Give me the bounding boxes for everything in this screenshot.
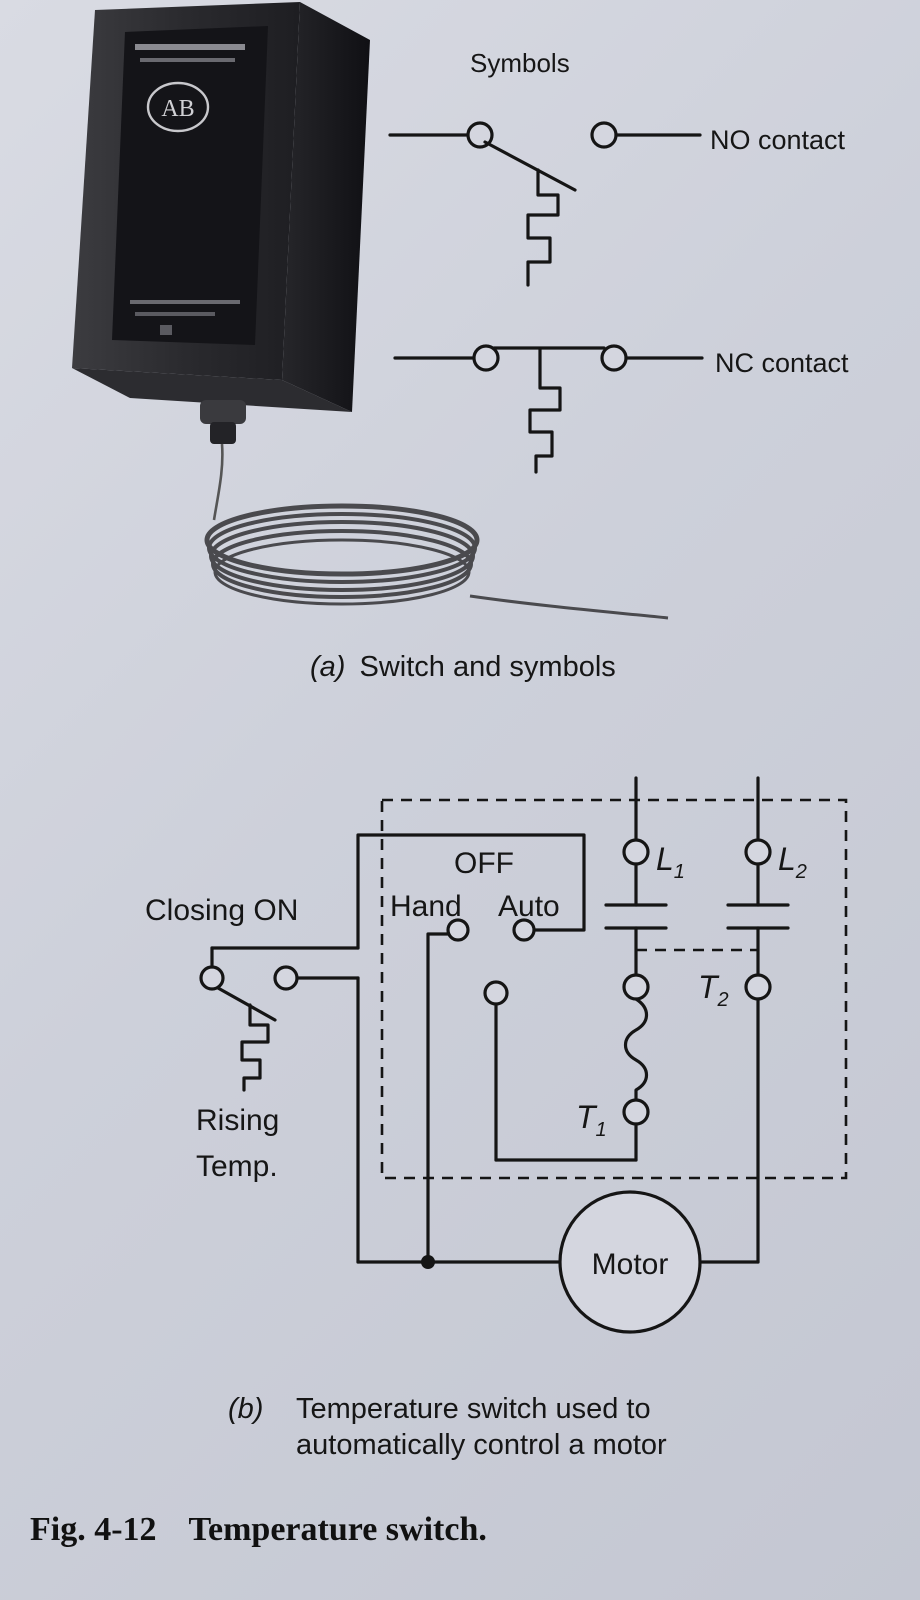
off-label: OFF [454, 847, 514, 880]
caption-b-line2: automatically control a motor [296, 1429, 667, 1461]
figure-caption: Fig. 4-12 Temperature switch. [30, 1511, 487, 1548]
temperature-switch-photo: AB [72, 2, 669, 620]
logo-text: AB [161, 96, 194, 122]
motor-label: Motor [592, 1248, 669, 1281]
figure-title: Temperature switch. [188, 1511, 486, 1548]
enclosure-base [72, 368, 352, 412]
capillary-tube [212, 443, 224, 521]
selector-box [356, 833, 586, 950]
auto-common-terminal [483, 980, 509, 1006]
no-contact-label: NO contact [710, 125, 846, 155]
hand-label: Hand [390, 890, 462, 923]
l2-label: L2 [778, 841, 807, 883]
t2-terminal [744, 973, 772, 1001]
temp-switch-blade [216, 986, 277, 1022]
l1-terminal [622, 838, 650, 866]
auto-terminal [512, 918, 536, 942]
caption-a-letter: (a) [310, 651, 345, 683]
starter-enclosure-outline [380, 798, 848, 1180]
capillary-coil [204, 503, 480, 606]
t1-terminal [622, 1098, 650, 1126]
temp-switch-right-terminal [273, 965, 299, 991]
motor-circle [558, 1190, 702, 1334]
temp-bellows [240, 1003, 270, 1092]
figure-number: Fig. 4-12 [30, 1511, 157, 1548]
l2-terminal [744, 838, 772, 866]
temp-label: Temp. [196, 1150, 278, 1183]
t1-label: T1 [576, 1099, 607, 1141]
junction-dot [421, 1255, 435, 1269]
nameplate-text-lines [130, 44, 245, 335]
caption-a-text: Switch and symbols [360, 651, 616, 683]
caption-b-letter: (b) [228, 1393, 263, 1425]
l1-label: L1 [656, 841, 685, 883]
allen-bradley-logo: AB [146, 81, 210, 133]
t2-label: T2 [698, 969, 729, 1011]
nc-contact-symbol [393, 344, 704, 474]
hand-terminal [446, 918, 470, 942]
caption-a: (a) Switch and symbols [310, 651, 616, 683]
control-circuit [199, 776, 848, 1334]
auto-label: Auto [498, 890, 560, 923]
caption-b-line1: Temperature switch used to [296, 1393, 651, 1425]
temp-switch-left-terminal [199, 965, 225, 991]
capillary-lead [469, 594, 669, 620]
rising-label: Rising [196, 1104, 279, 1137]
no-contact-symbol [388, 121, 702, 287]
symbols-heading: Symbols [470, 48, 570, 78]
nc-contact-label: NC contact [715, 348, 849, 378]
sensor-fitting [200, 400, 246, 424]
closing-on-label: Closing ON [145, 894, 298, 927]
switch-enclosure-side [282, 2, 370, 412]
overload-heater [623, 997, 649, 1102]
nameplate-panel [112, 26, 268, 345]
